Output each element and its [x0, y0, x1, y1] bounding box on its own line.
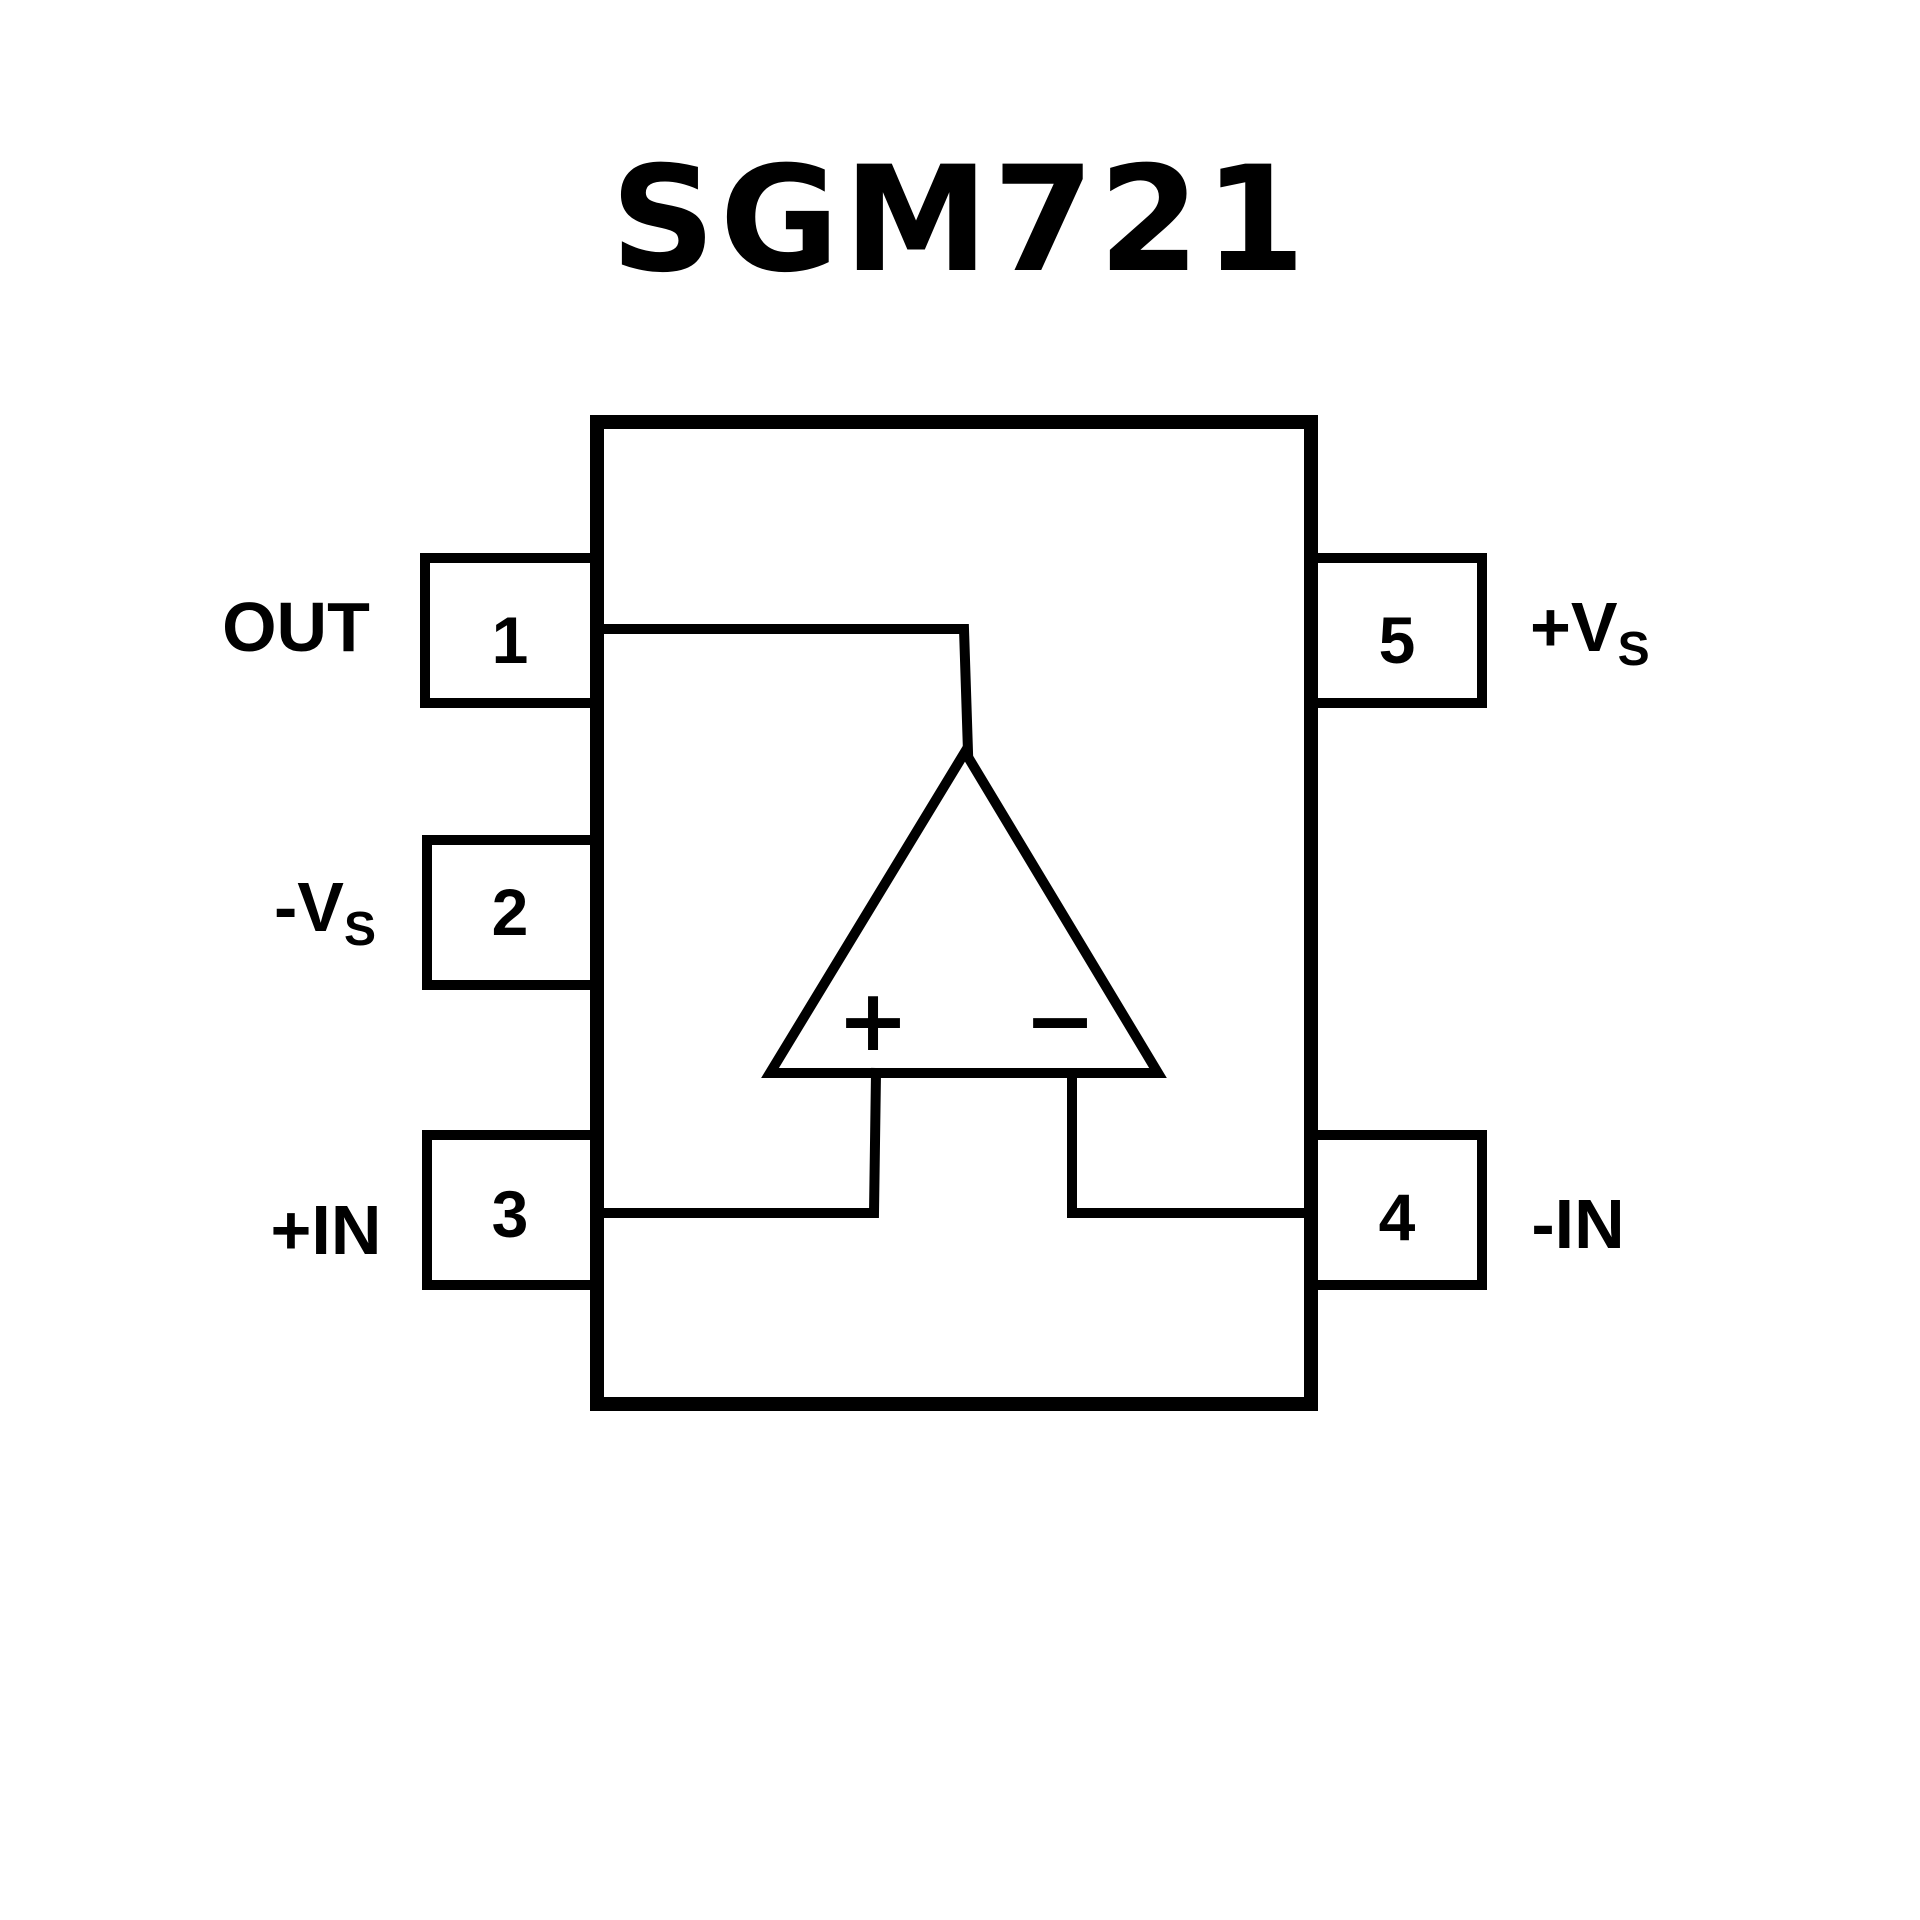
pin-5-name: +V [1530, 588, 1618, 666]
output-wire [599, 624, 974, 758]
inverting-input-symbol: − [1024, 971, 1096, 1071]
chip-title: SGM721 [610, 135, 1309, 305]
noninverting-input-symbol: + [837, 971, 909, 1071]
pin-4-number: 4 [1379, 1180, 1416, 1254]
pin-1-box [420, 553, 595, 708]
pin-3-number: 3 [492, 1177, 529, 1251]
pin-2-name: -V [274, 868, 344, 946]
pin-2-label: -VS [274, 868, 376, 956]
pin-5-number: 5 [1379, 603, 1416, 677]
pin-4-name: -IN [1531, 1185, 1624, 1263]
pin-4-box [1313, 1130, 1487, 1290]
pin-2-box [422, 835, 595, 990]
pin-3-name: +IN [271, 1191, 382, 1269]
pin-5: 5 +VS [1313, 553, 1650, 708]
pin-2-number: 2 [492, 875, 529, 949]
pin-1: 1 OUT [222, 553, 595, 708]
op-amp-triangle [761, 742, 1167, 1078]
inverting-input-wire [1067, 1068, 1309, 1218]
pin-4: 4 -IN [1313, 1130, 1625, 1290]
pin-2: 2 -VS [274, 835, 595, 990]
pin-5-label: +VS [1530, 588, 1650, 676]
pin-5-box [1313, 553, 1487, 708]
pin-1-number: 1 [492, 603, 529, 677]
noninverting-input-wire [599, 1067, 882, 1218]
pin-3: 3 +IN [271, 1130, 595, 1290]
package-body [590, 415, 1318, 1411]
op-amp-symbol: + − [761, 742, 1167, 1078]
pin-1-name: OUT [222, 588, 370, 666]
pin-3-box [422, 1130, 595, 1290]
pin-5-subscript: S [1618, 623, 1650, 676]
pin-2-subscript: S [344, 903, 376, 956]
